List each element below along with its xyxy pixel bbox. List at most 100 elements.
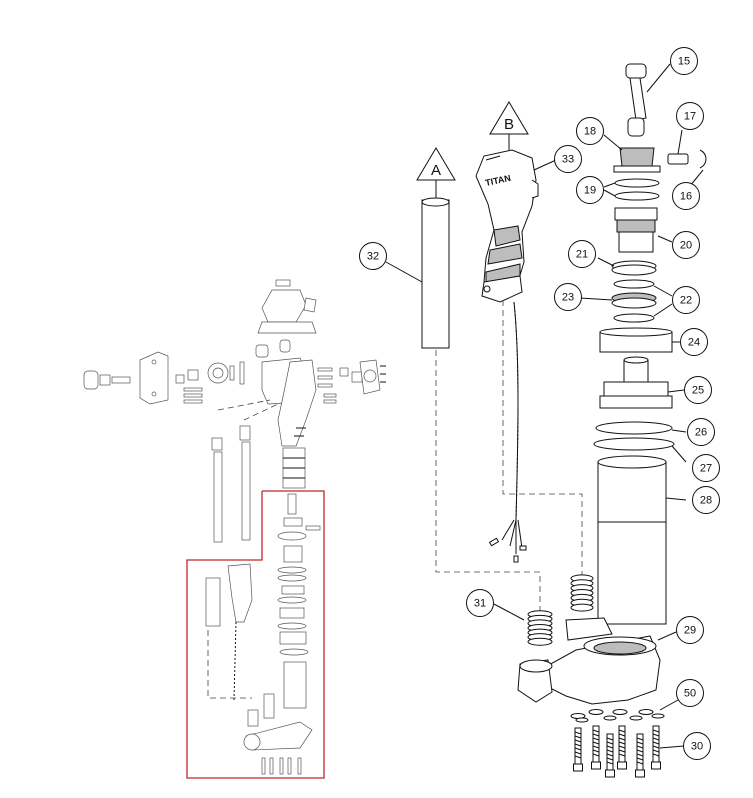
callout-circle (683, 732, 711, 760)
o-rings-part (603, 178, 660, 201)
tube-part (421, 199, 450, 349)
callout-number: 19 (584, 185, 596, 197)
callout-circle (554, 145, 582, 173)
cylinder-head-part (599, 356, 685, 409)
bushing-part (599, 327, 684, 353)
callout-number: 20 (680, 240, 692, 252)
spring-coil (570, 603, 594, 612)
callout-number: 15 (678, 56, 690, 68)
base-part (517, 617, 677, 705)
leader-line-b (502, 300, 583, 578)
callout-number: 31 (474, 598, 486, 610)
piston-part (614, 207, 673, 253)
callout-16: 16 (672, 182, 700, 210)
callout-number: 16 (680, 191, 692, 203)
callout-circle (692, 486, 720, 514)
view-label-a: A (431, 162, 441, 179)
callout-circle (692, 454, 720, 482)
callout-circle (684, 376, 712, 404)
callout-23: 23 (554, 283, 582, 311)
callout-circle (466, 589, 494, 617)
callout-circle (670, 47, 698, 75)
pin-part (667, 129, 689, 165)
washers-part (570, 699, 679, 723)
bolt-head (651, 761, 661, 770)
gaskets-part (593, 421, 687, 463)
overview-left-pieces (83, 351, 245, 405)
callout-circle (576, 176, 604, 204)
callout-number: 29 (684, 625, 696, 637)
callout-circle (672, 182, 700, 210)
callout-28: 28 (692, 486, 720, 514)
callout-circle (672, 231, 700, 259)
callout-29: 29 (676, 616, 704, 644)
callout-number: 30 (691, 741, 703, 753)
callout-circle (576, 117, 604, 145)
overview-rods (211, 425, 306, 543)
callout-number: 23 (562, 292, 574, 304)
bearing-housing-part (603, 134, 661, 173)
callout-18: 18 (576, 117, 604, 145)
callout-labels: 15 16 17 18 19 20 21 22 23 24 25 26 27 28 29 30 31 32 33 50 (359, 47, 720, 760)
callout-19: 19 (576, 176, 604, 204)
highlight-frame (186, 490, 325, 779)
callout-15: 15 (670, 47, 698, 75)
bolt-head (605, 769, 615, 778)
leader-line-a (435, 350, 541, 620)
handle-part: TITAN (475, 149, 539, 303)
callout-number: 24 (688, 337, 700, 349)
connecting-rod-part (625, 63, 671, 137)
callout-circle (359, 242, 387, 270)
callout-number: 25 (692, 385, 704, 397)
callout-number: 50 (684, 688, 696, 700)
springs-part (527, 574, 594, 646)
callout-50: 50 (676, 679, 704, 707)
callout-number: 26 (695, 427, 707, 439)
clip-part (689, 149, 707, 187)
callout-circle (568, 240, 596, 268)
callout-number: 18 (584, 126, 596, 138)
bolt-head (591, 761, 601, 770)
callout-circle (676, 679, 704, 707)
callout-number: 21 (576, 249, 588, 261)
callout-number: 32 (367, 251, 379, 263)
callout-27: 27 (692, 454, 720, 482)
callout-number: 22 (680, 295, 692, 307)
callout-circle (680, 328, 708, 356)
bolt-head (573, 763, 583, 772)
bolt-head (617, 761, 627, 770)
cylinder-part (597, 455, 687, 625)
overview-center-body (255, 339, 317, 447)
callout-circle (676, 616, 704, 644)
bolt-head (635, 769, 645, 778)
overview-highlighted-stack (205, 493, 321, 775)
seal-rings-part (579, 257, 673, 323)
callout-24: 24 (680, 328, 708, 356)
view-label-b: B (504, 116, 514, 133)
callout-circle (687, 418, 715, 446)
cord-part (488, 301, 527, 563)
callout-17: 17 (676, 102, 704, 130)
spring-coil (527, 637, 553, 646)
callout-number: 27 (700, 463, 712, 475)
callout-32: 32 (359, 242, 387, 270)
callout-20: 20 (672, 231, 700, 259)
bolts-part (573, 725, 661, 778)
view-b-group: B TITAN (475, 101, 583, 578)
callout-22: 22 (672, 286, 700, 314)
callout-30: 30 (683, 732, 711, 760)
callout-31: 31 (466, 589, 494, 617)
callout-number: 28 (700, 495, 712, 507)
callout-number: 33 (562, 154, 574, 166)
callout-25: 25 (684, 376, 712, 404)
callout-circle (554, 283, 582, 311)
callout-33: 33 (554, 145, 582, 173)
callout-number: 17 (684, 111, 696, 123)
view-a-group: A (416, 147, 541, 620)
callout-circle (672, 286, 700, 314)
overview-assembly (83, 279, 386, 779)
callout-circle (676, 102, 704, 130)
callout-21: 21 (568, 240, 596, 268)
